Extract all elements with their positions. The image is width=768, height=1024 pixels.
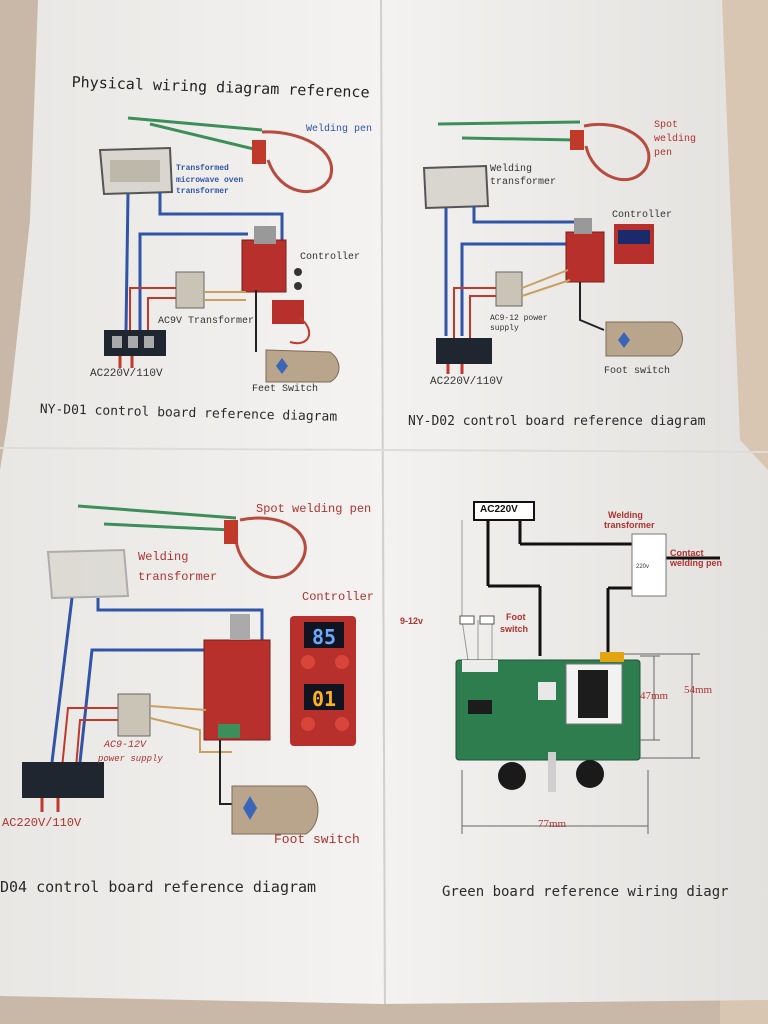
caption-d04: D04 control board reference diagram	[0, 878, 317, 896]
display-top-readout: 85	[312, 625, 336, 649]
controller-board-d02	[565, 231, 605, 283]
label-controller-d02: Controller	[612, 210, 673, 221]
diagram-d04: 85 01	[22, 504, 356, 835]
diagram-ny-d01	[98, 116, 340, 383]
dim-54mm: 54mm	[684, 684, 713, 696]
label-transformer-line3: transformer	[176, 187, 229, 196]
welding-transformer-d02	[422, 164, 490, 210]
diagram-ny-d02	[422, 120, 683, 374]
label-pen-d02-2: welding	[654, 134, 697, 145]
label-foot-green-2: switch	[500, 624, 529, 634]
ac220v-box	[473, 501, 535, 521]
terminal-block-d04	[22, 762, 104, 798]
caption-green-board: Green board reference wiring diagr	[442, 884, 729, 900]
label-foot-d02: Foot switch	[604, 366, 671, 377]
label-transformer-d02-1: Welding	[490, 164, 533, 175]
ac9v-transformer	[175, 271, 205, 309]
controller-board-d01	[241, 239, 287, 293]
label-green-transformer-1: Welding	[608, 510, 643, 520]
caption-ny-d02: NY-D02 control board reference diagram	[408, 414, 706, 429]
controller-board-d04	[203, 639, 271, 741]
label-transformer-d04-1: Welding	[138, 550, 189, 564]
diagram-green-board	[455, 501, 720, 834]
label-supply-d02-2: supply	[490, 324, 519, 333]
foot-switch-d02	[605, 321, 683, 357]
foot-switch-d04	[231, 785, 319, 835]
label-contact-1: Contact	[670, 548, 704, 558]
label-ac-input-d02: AC220V/110V	[430, 376, 503, 388]
label-pen-d04: Spot welding pen	[256, 502, 372, 516]
label-transformer-d04-2: transformer	[138, 570, 218, 584]
knob-right	[576, 760, 604, 788]
label-ac-input-d01: AC220V/110V	[90, 368, 163, 380]
paper-right	[380, 0, 768, 1004]
power-supply-transformer-d02	[495, 271, 523, 307]
paper-left	[0, 0, 384, 1004]
label-pen-d02-3: pen	[654, 148, 673, 159]
label-controller-d04: Controller	[302, 590, 375, 604]
label-tf-inner: 220v	[636, 564, 650, 570]
label-ac220v-box: AC220V	[480, 504, 518, 515]
welding-transformer-box	[631, 533, 667, 597]
label-transformer-d02-2: transformer	[490, 177, 557, 188]
label-pen-d02-1: Spot	[654, 120, 679, 131]
label-supply-d04-2: power supply	[98, 754, 163, 764]
display-bottom-readout: 01	[312, 687, 336, 711]
label-foot-d04: Foot switch	[274, 832, 360, 847]
label-controller-d01: Controller	[300, 252, 361, 263]
pen-clip	[252, 140, 266, 164]
dim-77mm: 77mm	[538, 818, 567, 830]
label-supply-d04-1: AC9-12V	[104, 740, 147, 751]
label-contact-2: welding pen	[670, 558, 723, 568]
controller-display-d04	[290, 616, 356, 746]
terminal-block-d02	[436, 338, 492, 364]
label-welding-pen: Welding pen	[306, 124, 373, 135]
label-supply-d02-1: AC9-12 power	[490, 314, 548, 323]
label-green-transformer-2: transformer	[604, 520, 655, 530]
display-module-d01	[272, 300, 304, 324]
label-foot-d01: Feet Switch	[252, 384, 319, 395]
dim-47mm: 47mm	[640, 690, 669, 702]
label-ac-input-d04: AC220V/110V	[2, 816, 82, 830]
label-ac9v: AC9V Transformer	[158, 316, 255, 327]
label-transformer-line2: microwave oven	[176, 176, 244, 185]
power-supply-transformer-d04	[117, 693, 151, 737]
label-foot-green-1: Foot	[506, 612, 526, 622]
label-transformer-line1: Transformed	[176, 164, 229, 173]
label-supply-9-12v: 9-12v	[400, 616, 424, 626]
welding-transformer-d04	[46, 548, 130, 600]
foot-switch-d01	[265, 349, 340, 383]
knob-left	[498, 762, 526, 790]
